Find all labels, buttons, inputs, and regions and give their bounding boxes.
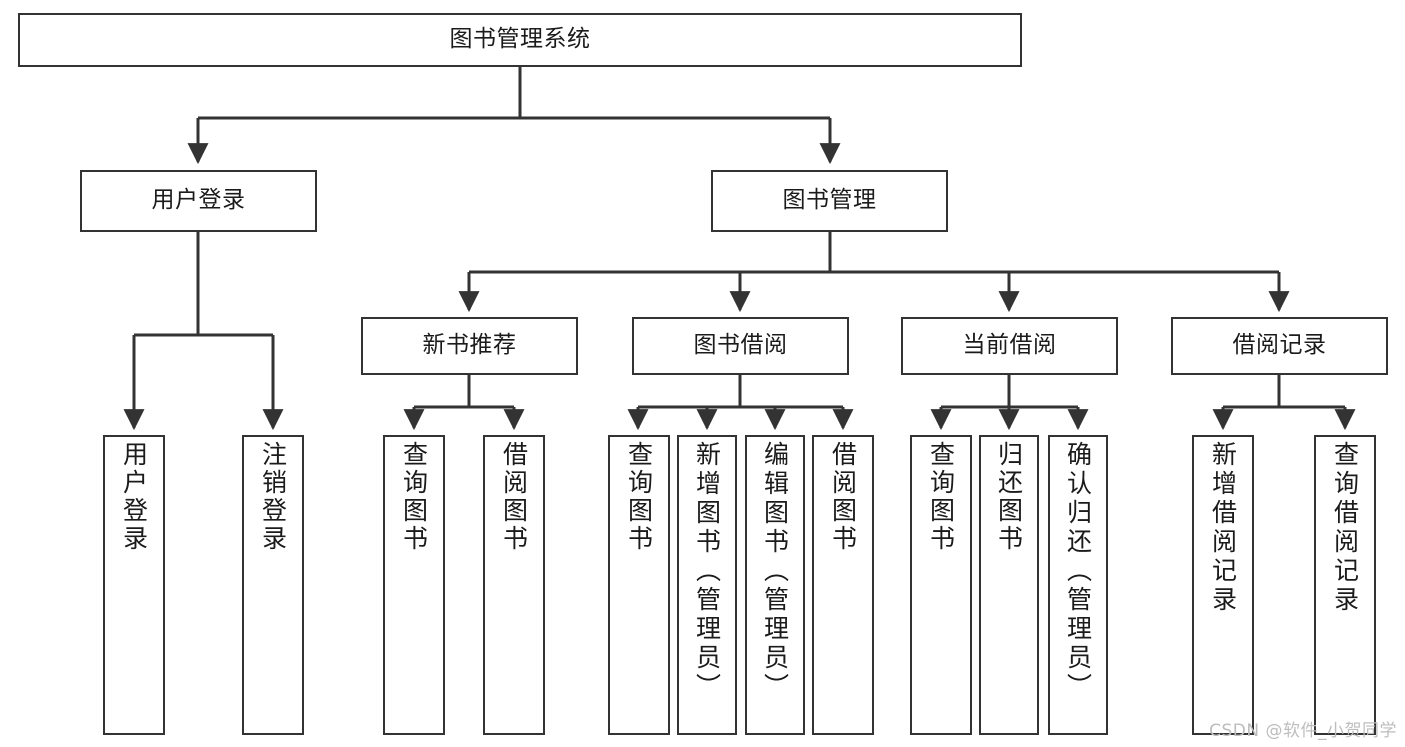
leaf-new-book-query-book[interactable]: 查询图书 bbox=[383, 435, 445, 735]
node-label: 图书管理 bbox=[782, 187, 877, 214]
node-label: 查询图书 bbox=[624, 441, 654, 553]
node-current-borrow[interactable]: 当前借阅 bbox=[901, 317, 1118, 375]
leaf-new-book-borrow-book[interactable]: 借阅图书 bbox=[483, 435, 545, 735]
node-new-book-recommend[interactable]: 新书推荐 bbox=[361, 317, 578, 375]
node-label: 新书推荐 bbox=[422, 332, 517, 359]
node-label: 注销登录 bbox=[258, 441, 288, 553]
leaf-borrow-borrow-book[interactable]: 借阅图书 bbox=[812, 435, 874, 735]
node-borrow-record[interactable]: 借阅记录 bbox=[1171, 317, 1388, 375]
node-label: 查询图书 bbox=[399, 441, 429, 553]
leaf-current-query-book[interactable]: 查询图书 bbox=[910, 435, 972, 735]
node-label: 图书借阅 bbox=[693, 332, 788, 359]
node-label: 借阅图书 bbox=[499, 441, 529, 553]
node-user-login[interactable]: 用户登录 bbox=[80, 170, 317, 232]
node-label: 确认归还（管理员） bbox=[1063, 441, 1093, 702]
node-label: 当前借阅 bbox=[962, 332, 1057, 359]
node-label: 借阅图书 bbox=[828, 441, 858, 553]
leaf-user-login-logout[interactable]: 注销登录 bbox=[242, 435, 304, 735]
node-book-management[interactable]: 图书管理 bbox=[711, 170, 948, 232]
node-label: 归还图书 bbox=[994, 441, 1024, 553]
node-label: 查询借阅记录 bbox=[1330, 441, 1360, 615]
leaf-borrow-add-book-admin[interactable]: 新增图书（管理员） bbox=[677, 435, 737, 735]
node-label: 用户登录 bbox=[119, 441, 149, 553]
node-root-book-management-system[interactable]: 图书管理系统 bbox=[18, 13, 1022, 67]
node-label: 编辑图书（管理员） bbox=[760, 441, 790, 702]
node-label: 图书管理系统 bbox=[449, 26, 591, 53]
watermark-text: CSDN @软件_小贺同学 bbox=[1209, 721, 1397, 741]
node-label: 用户登录 bbox=[151, 187, 246, 214]
node-book-borrow[interactable]: 图书借阅 bbox=[632, 317, 849, 375]
leaf-borrow-query-book[interactable]: 查询图书 bbox=[608, 435, 670, 735]
node-label: 新增借阅记录 bbox=[1208, 441, 1238, 615]
node-label: 借阅记录 bbox=[1232, 332, 1327, 359]
leaf-current-confirm-return-admin[interactable]: 确认归还（管理员） bbox=[1048, 435, 1108, 735]
node-label: 新增图书（管理员） bbox=[692, 441, 722, 702]
leaf-borrow-edit-book-admin[interactable]: 编辑图书（管理员） bbox=[745, 435, 805, 735]
leaf-user-login-login[interactable]: 用户登录 bbox=[103, 435, 165, 735]
node-label: 查询图书 bbox=[926, 441, 956, 553]
leaf-record-add-borrow-record[interactable]: 新增借阅记录 bbox=[1192, 435, 1254, 735]
leaf-current-return-book[interactable]: 归还图书 bbox=[979, 435, 1039, 735]
leaf-record-query-borrow-record[interactable]: 查询借阅记录 bbox=[1314, 435, 1376, 735]
